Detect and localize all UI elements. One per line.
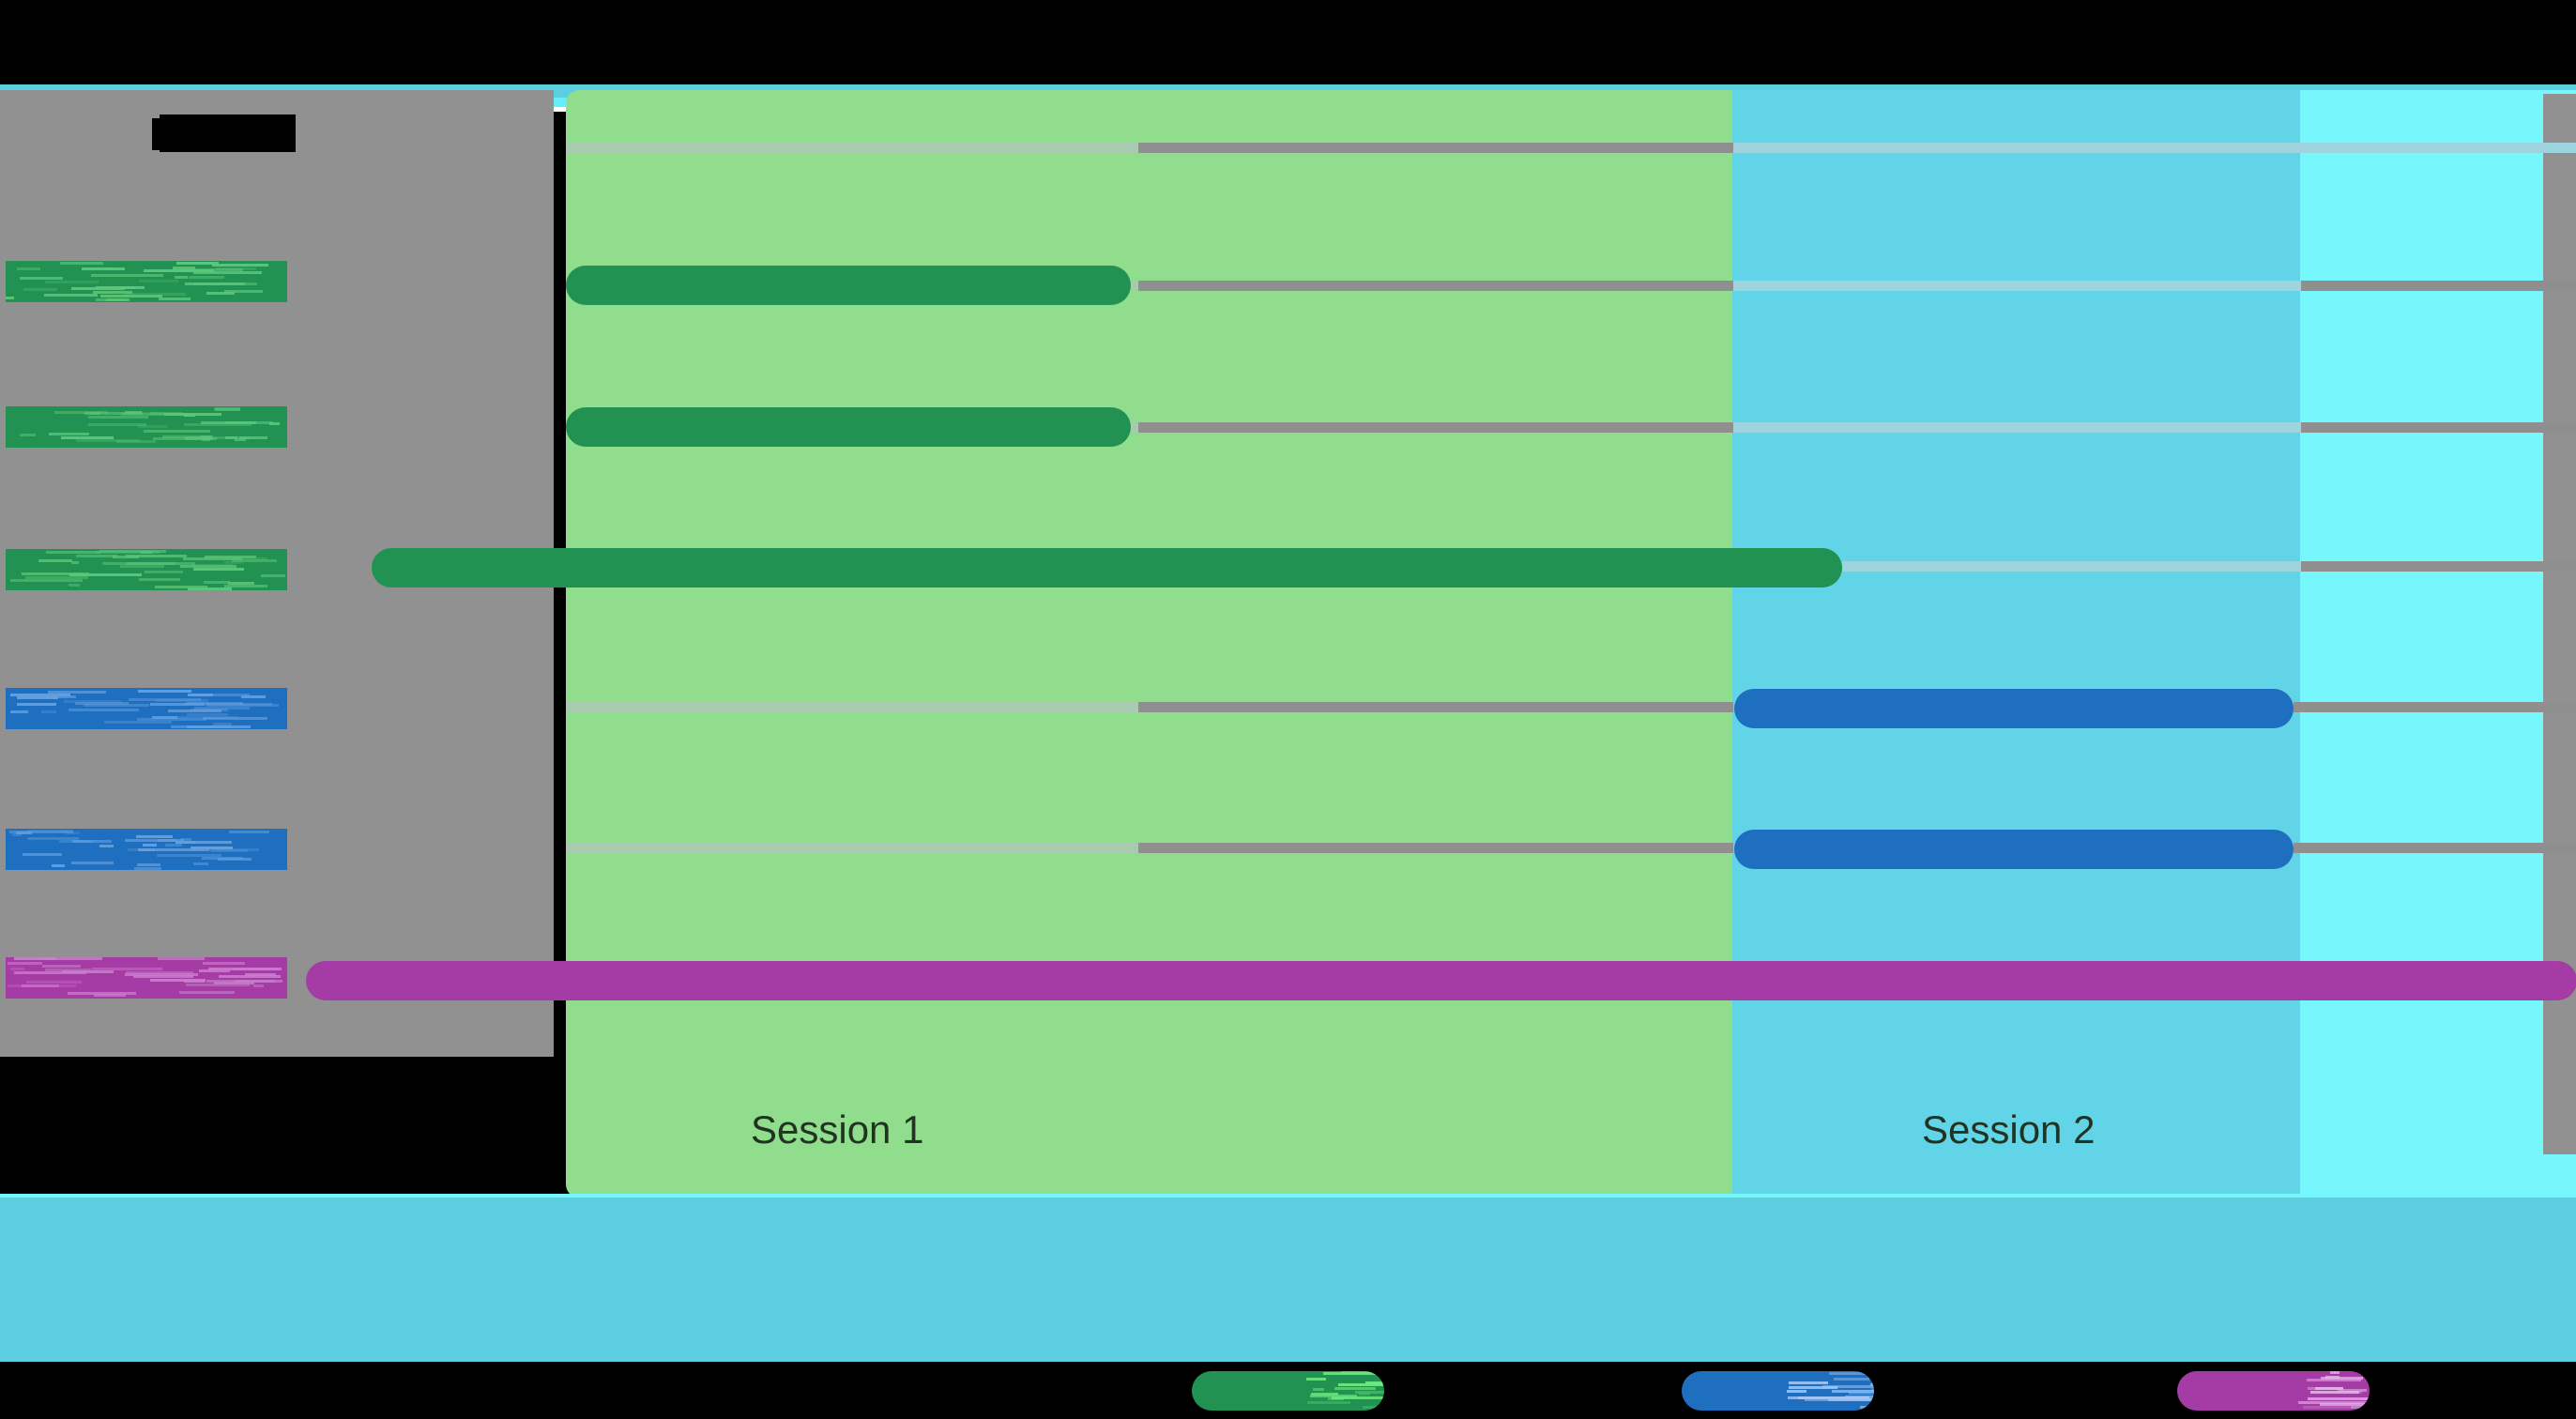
guide-line-3c [1842,561,2301,572]
redaction-noise [1785,1371,1874,1411]
legend-swatch-blue [1682,1371,1874,1411]
sidebar-item-5[interactable] [6,957,287,999]
redaction-noise [1295,1371,1384,1411]
session-band-1 [566,90,1732,1198]
page-title [152,114,296,152]
guide-line-3d [2301,561,2576,572]
guide-line-5a [566,843,1138,853]
redaction-noise [6,957,287,999]
guide-line-0a [566,143,1138,153]
redaction-noise [6,688,287,729]
sidebar-item-4[interactable] [6,829,287,870]
session-band-3 [2300,90,2576,1198]
footer-cyan-band [0,1198,2576,1362]
task-bar-magenta-1[interactable] [306,961,2576,1000]
guide-line-4d [2294,702,2576,712]
task-bar-green-3[interactable] [372,548,1842,587]
redaction-noise [2280,1371,2370,1411]
session-2-label: Session 2 [1922,1107,2096,1152]
task-bar-blue-2[interactable] [1734,830,2294,869]
redaction-noise [6,261,287,302]
sidebar-item-1[interactable] [6,406,287,448]
redaction-noise [6,406,287,448]
guide-line-2d [2301,422,2576,433]
legend-swatch-green [1192,1371,1384,1411]
task-bar-green-1[interactable] [566,266,1131,305]
redaction-noise [6,829,287,870]
guide-line-4b [1138,702,1733,712]
sidebar-item-2[interactable] [6,549,287,590]
guide-line-1c [1733,281,2301,291]
sidebar-item-0[interactable] [6,261,287,302]
guide-line-4a [566,702,1138,712]
guide-line-2b [1138,422,1733,433]
legend-swatch-magenta [2177,1371,2370,1411]
redaction-noise [6,549,287,590]
guide-line-0b [1138,143,1733,153]
guide-line-1d [2301,281,2576,291]
task-bar-green-2[interactable] [566,407,1131,447]
page-title-tick [152,118,165,150]
session-1-label: Session 1 [751,1107,924,1152]
guide-line-5b [1138,843,1733,853]
task-bar-blue-1[interactable] [1734,689,2294,728]
session-band-2 [1732,90,2300,1198]
guide-line-2c [1733,422,2301,433]
sidebar-item-3[interactable] [6,688,287,729]
guide-line-5d [2294,843,2576,853]
guide-line-1b [1138,281,1733,291]
legend [0,1362,2576,1419]
guide-line-0c [1733,143,2576,153]
